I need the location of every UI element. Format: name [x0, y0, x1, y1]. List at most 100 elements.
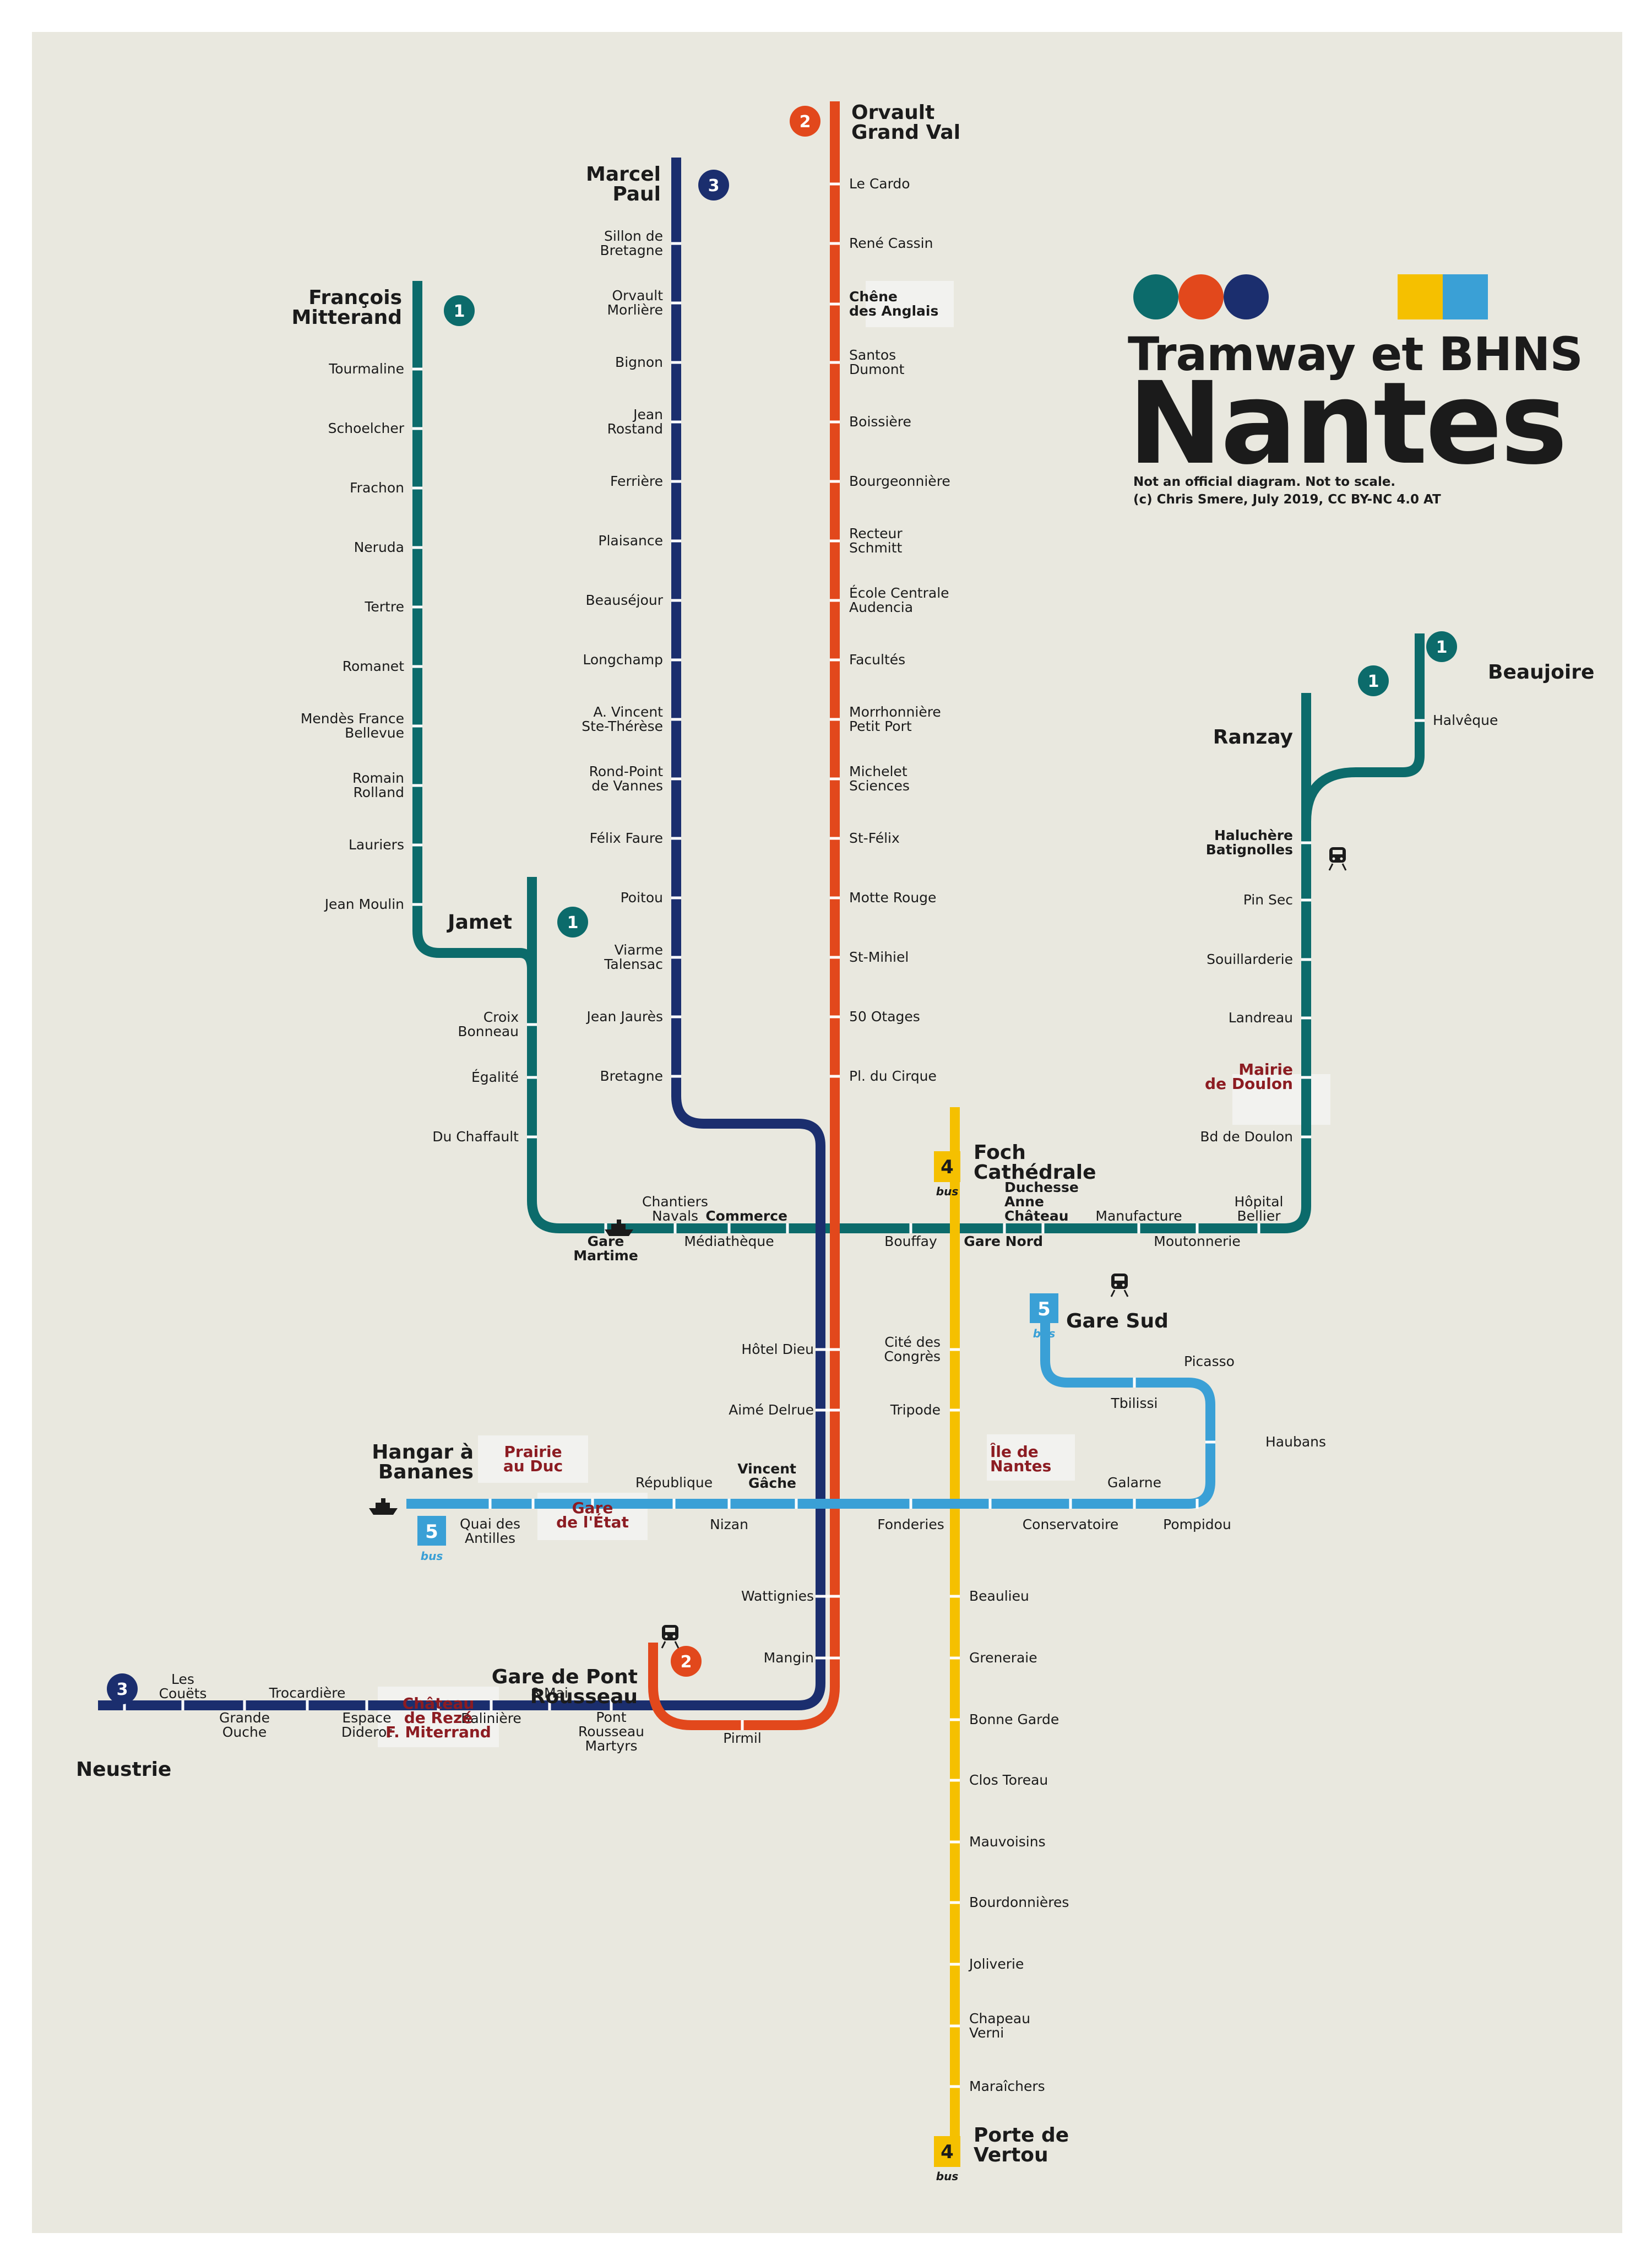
svg-text:Gare Sud: Gare Sud — [1066, 1310, 1169, 1332]
station-duchesse-anne-chateau-line: Duchesse — [1004, 1179, 1079, 1195]
station-gare-martime-line: Gare — [588, 1233, 624, 1249]
line-3-color-dot — [1224, 274, 1269, 319]
station-romain-rolland-line: Rolland — [354, 784, 404, 800]
station-chantiers-navals-line: Chantiers — [642, 1194, 708, 1210]
station-mairie-de-doulon-line: Mairie — [1238, 1060, 1293, 1079]
station-hopital-bellier-line: Hôpital — [1235, 1194, 1284, 1210]
station-50-otages-line: 50 Otages — [849, 1009, 920, 1025]
station-manufacture-line: Manufacture — [1095, 1208, 1182, 1224]
station-felix-faure: Félix Faure — [590, 830, 663, 846]
station-prairie-au-duc-line: au Duc — [503, 1457, 563, 1475]
line-1-badge: 1 — [1358, 665, 1389, 696]
station-haubans: Haubans — [1265, 1434, 1326, 1450]
station-gare-nord: Gare Nord — [964, 1233, 1043, 1249]
map-subtitle: Tramway et BHNS — [1128, 327, 1583, 381]
line-1-color-dot — [1133, 274, 1178, 319]
station-rond-point-de-vannes-line: Rond-Point — [589, 763, 664, 779]
station-vincent-gache-line: Vincent — [737, 1461, 796, 1477]
station-baliniere-line: Balinière — [461, 1710, 521, 1726]
station-romanet-line: Romanet — [343, 658, 404, 674]
map-title: Nantes — [1128, 357, 1568, 490]
station-baliniere: Balinière — [461, 1710, 521, 1726]
station-ile-de-nantes-line: Île de — [990, 1442, 1039, 1461]
rail-icon — [1328, 847, 1347, 871]
svg-text:2: 2 — [681, 1652, 692, 1672]
svg-text:Beaujoire: Beaujoire — [1488, 661, 1594, 684]
station-espace-diderot-line: Diderot — [341, 1724, 392, 1740]
station-halveque-line: Halvêque — [1433, 712, 1498, 728]
station-galarne: Galarne — [1107, 1475, 1161, 1491]
station-maraichers-line: Maraîchers — [969, 2078, 1045, 2094]
station-halveque: Halvêque — [1433, 712, 1498, 728]
station-pin-sec: Pin Sec — [1243, 892, 1293, 908]
station-aime-delrue: Aimé Delrue — [729, 1402, 814, 1418]
station-jean-moulin-line: Jean Moulin — [324, 896, 404, 912]
station-commerce-line: Commerce — [705, 1208, 787, 1224]
svg-text:1: 1 — [454, 302, 465, 321]
copyright-note: (c) Chris Smere, July 2019, CC BY-NC 4.0… — [1133, 492, 1441, 507]
station-pont-rousseau-martyrs-line: Pont — [596, 1709, 626, 1725]
station-mauvoisins-line: Mauvoisins — [969, 1834, 1046, 1850]
station-republique: République — [635, 1475, 713, 1491]
station-du-chaffault: Du Chaffault — [432, 1129, 519, 1145]
svg-text:5: 5 — [425, 1521, 438, 1543]
terminal-neustrie: Neustrie — [76, 1758, 171, 1781]
svg-text:Neustrie: Neustrie — [76, 1758, 171, 1781]
line-3-badge: 3 — [698, 170, 729, 201]
station-landreau: Landreau — [1229, 1010, 1293, 1026]
station-egalite-line: Égalité — [471, 1069, 519, 1085]
station-les-couets-line: Couëts — [159, 1686, 207, 1702]
station-landreau-line: Landreau — [1229, 1010, 1293, 1026]
station-neruda: Neruda — [354, 539, 404, 555]
station-jean-jaures: Jean Jaurès — [585, 1009, 663, 1025]
station-greneraie-line: Greneraie — [969, 1650, 1037, 1666]
station-tourmaline-line: Tourmaline — [328, 361, 404, 377]
station-separators — [123, 182, 1425, 2088]
svg-text:Paul: Paul — [612, 183, 661, 205]
terminal-jamet: Jamet — [446, 911, 512, 934]
terminal-beaujoire: Beaujoire — [1488, 661, 1594, 684]
station-mangin: Mangin — [764, 1650, 814, 1666]
station-8-mai: 8 Mai — [531, 1685, 568, 1701]
station-haluchere-batignolles-line: Batignolles — [1206, 842, 1293, 858]
station-schoelcher: Schoelcher — [328, 420, 405, 436]
rail-icon — [1110, 1274, 1129, 1297]
station-hotel-dieu: Hôtel Dieu — [741, 1341, 814, 1357]
station-romanet: Romanet — [343, 658, 404, 674]
svg-text:Ranzay: Ranzay — [1213, 726, 1293, 749]
station-orvault-morliere-line: Morlière — [607, 302, 663, 318]
station-sillon-de-bretagne-line: Sillon de — [604, 228, 663, 244]
station-boissiere: Boissière — [849, 414, 911, 430]
station-cite-des-congres-line: Cité des — [884, 1334, 941, 1350]
station-hopital-bellier-line: Bellier — [1237, 1208, 1281, 1224]
station-pompidou: Pompidou — [1163, 1516, 1231, 1532]
station-fonderies: Fonderies — [877, 1516, 944, 1532]
station-bignon-line: Bignon — [615, 354, 663, 370]
svg-text:Foch: Foch — [974, 1141, 1026, 1164]
station-schoelcher-line: Schoelcher — [328, 420, 405, 436]
station-rene-cassin-line: René Cassin — [849, 235, 933, 251]
station-egalite: Égalité — [471, 1069, 519, 1085]
station-labels: TourmalineSchoelcherFrachonNerudaTertreR… — [159, 176, 1498, 2094]
svg-text:bus: bus — [936, 2170, 959, 2183]
station-facultes-line: Facultés — [849, 652, 905, 668]
station-moutonnerie: Moutonnerie — [1154, 1233, 1240, 1249]
station-motte-rouge-line: Motte Rouge — [849, 890, 936, 906]
station-pompidou-line: Pompidou — [1163, 1516, 1231, 1532]
station-bouffay-line: Bouffay — [884, 1233, 937, 1249]
